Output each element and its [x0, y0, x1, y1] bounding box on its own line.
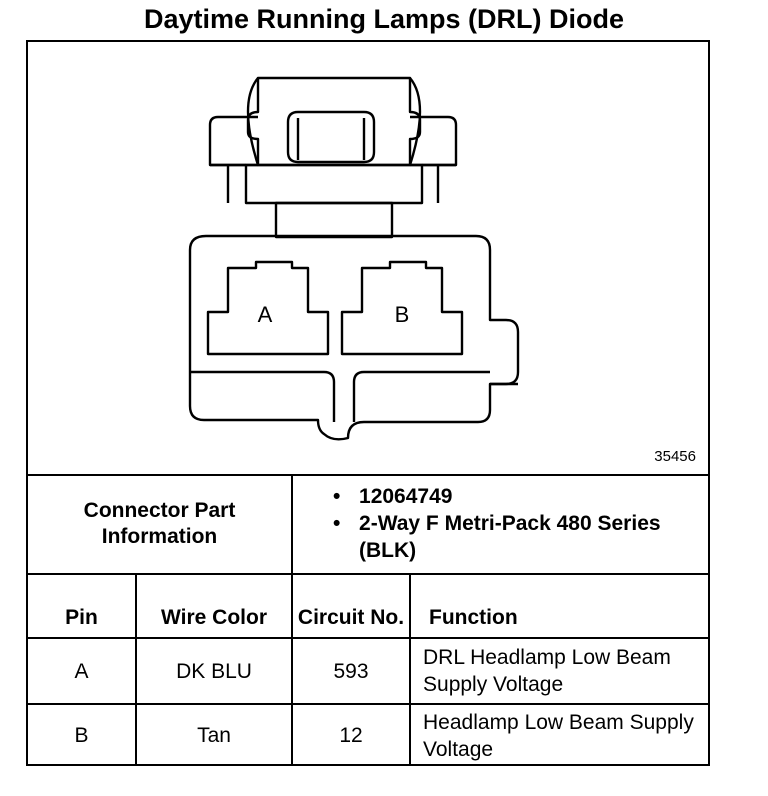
- pin-label-a: A: [258, 302, 273, 327]
- part-info-item: •2-Way F Metri-Pack 480 Series (BLK): [333, 512, 661, 562]
- connector-latch-button: [286, 110, 376, 164]
- part-info-values: •12064749 •2-Way F Metri-Pack 480 Series…: [291, 474, 709, 575]
- connector-pinout-table: Connector Part Information •12064749 •2-…: [28, 474, 709, 766]
- part-info-label: Connector Part Information: [28, 474, 294, 575]
- cell-circuit-no: 12: [291, 703, 412, 766]
- connector-neck: [274, 201, 394, 239]
- part-description: 2-Way F Metri-Pack 480 Series (BLK): [359, 512, 661, 562]
- part-info-row: Connector Part Information •12064749 •2-…: [28, 474, 709, 575]
- table-row: A DK BLU 593 DRL Headlamp Low Beam Suppl…: [28, 637, 709, 705]
- cell-function: Headlamp Low Beam Supply Voltage: [409, 703, 709, 766]
- connector-shoulder-left: [208, 115, 258, 167]
- cell-pin: B: [28, 703, 137, 766]
- cell-wire-color: DK BLU: [134, 637, 294, 705]
- connector-diagram: A B 35456: [28, 42, 708, 476]
- cell-function: DRL Headlamp Low Beam Supply Voltage: [409, 637, 709, 705]
- header-function: Function: [409, 573, 709, 639]
- connector-collar: [244, 163, 424, 205]
- connector-housing-inner-edge: [190, 370, 336, 422]
- connector-latch-left-tab: [246, 77, 260, 166]
- header-wire-color: Wire Color: [134, 573, 294, 639]
- connector-drawing: A B: [188, 76, 520, 441]
- connector-latch-body: [246, 76, 422, 167]
- terminal-cavity-a: [206, 260, 330, 356]
- header-pin: Pin: [28, 573, 137, 639]
- part-info-item: •12064749: [333, 485, 453, 508]
- header-circuit-no: Circuit No.: [291, 573, 412, 639]
- figure-number: 35456: [654, 448, 696, 465]
- cell-circuit-no: 593: [291, 637, 412, 705]
- table-row: B Tan 12 Headlamp Low Beam Supply Voltag…: [28, 703, 709, 766]
- cell-wire-color: Tan: [134, 703, 294, 766]
- connector-latch-right-tab: [408, 77, 422, 166]
- connector-shoulder-right: [410, 115, 458, 167]
- cell-pin: A: [28, 637, 137, 705]
- connector-info-frame: A B 35456 Connector Part Information •12…: [26, 40, 710, 766]
- page-title: Daytime Running Lamps (DRL) Diode: [143, 4, 624, 34]
- pin-label-b: B: [395, 302, 410, 327]
- table-header-row: Pin Wire Color Circuit No. Function: [28, 573, 709, 639]
- part-number: 12064749: [359, 485, 453, 508]
- terminal-cavity-b: [340, 260, 464, 356]
- connector-housing: [188, 234, 520, 441]
